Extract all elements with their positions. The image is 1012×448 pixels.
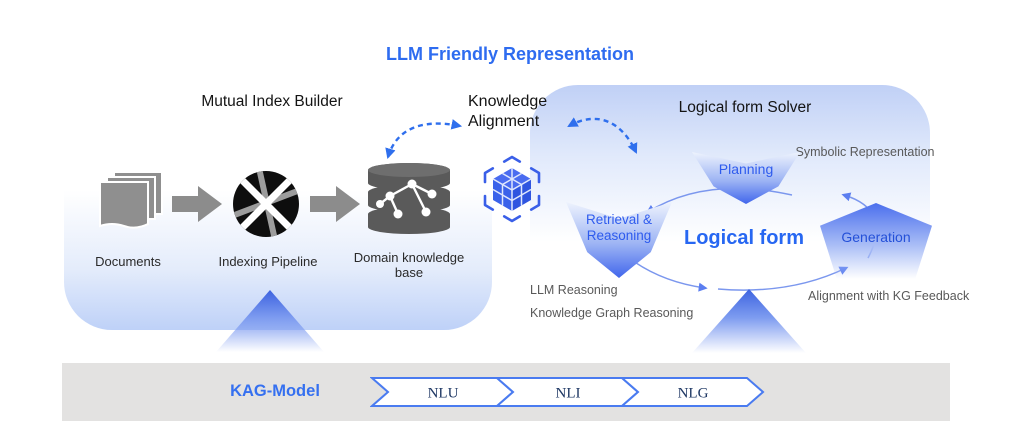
chevron-label-nlu: NLU [428, 386, 459, 402]
domain-knowledge-base-label: Domain knowledge base [353, 250, 465, 280]
planning-node: Planning [692, 152, 800, 204]
chevron-label-nlg: NLG [678, 386, 709, 402]
dashed-link-left-icon [385, 119, 463, 160]
indexing-pipeline-icon [233, 171, 299, 237]
chevron-nlg [619, 377, 765, 407]
generation-node: Generation [820, 203, 932, 279]
nlu-nli-nlg-chevrons: NLU NLI NLG [370, 377, 765, 407]
kag-model-label: KAG-Model [230, 382, 320, 400]
planning-banner-shape [692, 152, 800, 204]
documents-label: Documents [95, 254, 161, 269]
flow-arrow-icon [172, 186, 222, 222]
knowledge-base-icon [368, 163, 450, 234]
diagram-title: LLM Friendly Representation [385, 44, 635, 64]
retrieval-reasoning-node: Retrieval & Reasoning [566, 202, 672, 278]
knowledge-graph-reasoning-note: Knowledge Graph Reasoning [530, 306, 694, 320]
chevron-label-nli: NLI [556, 386, 581, 402]
retrieval-reasoning-label: Retrieval & Reasoning [585, 212, 653, 243]
logical-form-label: Logical form [683, 227, 804, 249]
logical-form-solver-title: Logical form Solver [678, 99, 812, 116]
kg-feedback-note: Alignment with KG Feedback [808, 289, 970, 303]
indexing-pipeline-label: Indexing Pipeline [218, 254, 318, 269]
planning-label: Planning [718, 161, 774, 177]
knowledge-alignment-label: Knowledge Alignment [468, 93, 548, 130]
documents-icon [99, 171, 163, 229]
mutual-index-builder-title: Mutual Index Builder [201, 93, 343, 110]
dashed-link-right-icon [567, 117, 638, 154]
generation-label: Generation [841, 229, 911, 245]
llm-reasoning-note: LLM Reasoning [530, 283, 618, 297]
hex-cube-icon [483, 155, 541, 223]
symbolic-representation-note: Symbolic Representation [795, 145, 935, 159]
flow-arrow-icon [310, 186, 360, 222]
